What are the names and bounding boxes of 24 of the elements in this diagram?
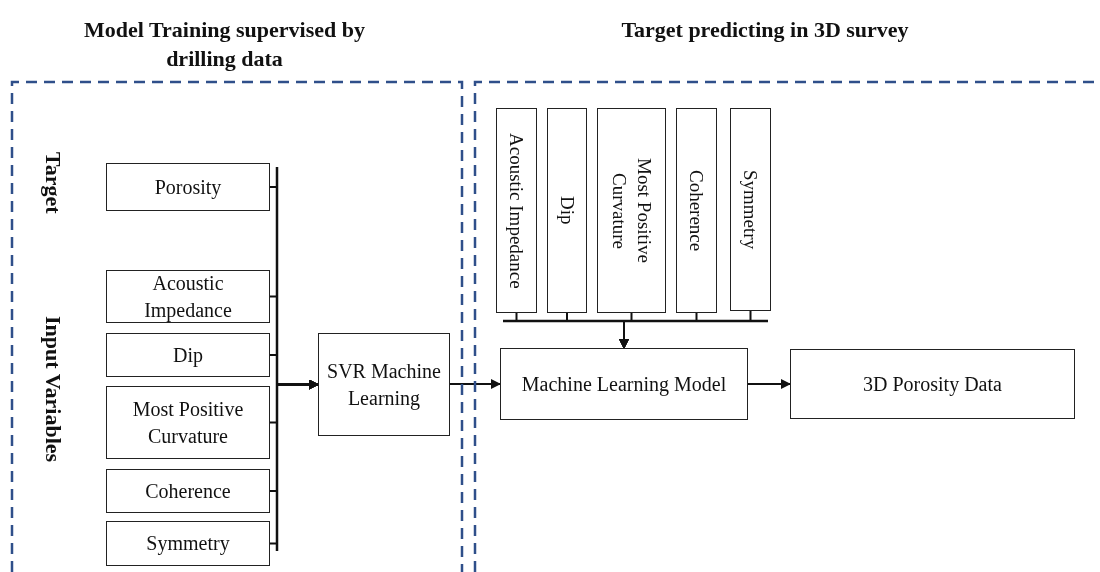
process-box: Symmetry <box>106 521 270 566</box>
process-box: Acoustic Impedance <box>106 270 270 323</box>
arrow <box>269 379 319 545</box>
arrow <box>747 379 791 389</box>
process-box: 3D Porosity Data <box>790 349 1075 419</box>
process-box: Coherence <box>676 108 717 313</box>
process-box: Dip <box>547 108 587 313</box>
process-box: Dip <box>106 333 270 377</box>
process-box: Coherence <box>106 469 270 513</box>
process-box: Porosity <box>106 163 270 211</box>
bus-line <box>503 319 768 323</box>
process-box: Most Positive Curvature <box>106 386 270 459</box>
panel-heading: Target predicting in 3D survey <box>620 16 910 44</box>
section-label: Target <box>40 152 66 214</box>
process-box: Symmetry <box>730 108 771 311</box>
bus-line <box>275 167 279 551</box>
process-box: Machine Learning Model <box>500 348 748 420</box>
arrow <box>619 310 752 349</box>
panel-heading: Model Training supervised by drilling data <box>83 16 366 73</box>
process-box: Acoustic Impedance <box>496 108 537 313</box>
process-box: SVR Machine Learning <box>318 333 450 436</box>
section-label: Input Variables <box>40 316 66 463</box>
process-box: Most Positive Curvature <box>597 108 666 313</box>
arrow <box>449 379 501 389</box>
